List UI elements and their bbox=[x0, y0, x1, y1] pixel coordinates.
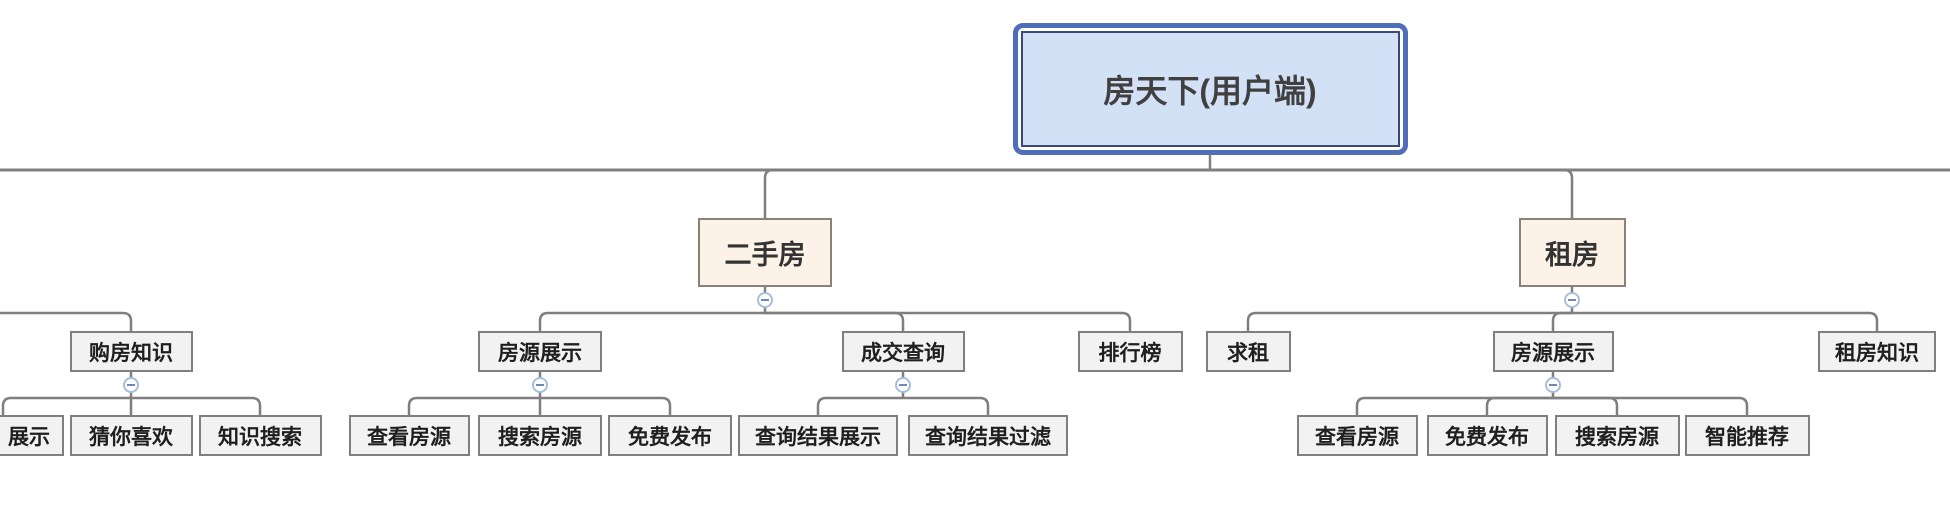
tree-node-label: 求租 bbox=[1227, 341, 1269, 365]
tree-node-chakanfangyuan-zf[interactable]: 查看房源 bbox=[1296, 415, 1418, 456]
tree-node-zufangzhishi[interactable]: 租房知识 bbox=[1818, 331, 1936, 372]
tree-node-label: 展示 bbox=[8, 425, 50, 449]
tree-node-label: 搜索房源 bbox=[498, 425, 582, 449]
tree-node-label: 查询结果展示 bbox=[755, 425, 881, 449]
tree-node-cainixihuan[interactable]: 猜你喜欢 bbox=[69, 415, 193, 456]
tree-node-sousuofangyuan-zf[interactable]: 搜索房源 bbox=[1554, 415, 1680, 456]
tree-node-label: 免费发布 bbox=[628, 425, 712, 449]
root-node[interactable]: 房天下(用户端) bbox=[1012, 23, 1408, 155]
tree-node-qiuzu[interactable]: 求租 bbox=[1205, 331, 1291, 372]
tree-node-chengjiaochaxun[interactable]: 成交查询 bbox=[841, 331, 965, 372]
tree-node-label: 免费发布 bbox=[1445, 425, 1529, 449]
collapse-icon[interactable] bbox=[532, 377, 548, 393]
tree-node-label: 智能推荐 bbox=[1705, 425, 1789, 449]
tree-node-mianfeifabu-zf[interactable]: 免费发布 bbox=[1426, 415, 1548, 456]
tree-node-label: 房源展示 bbox=[498, 341, 582, 365]
collapse-icon[interactable] bbox=[1564, 292, 1580, 308]
tree-node-label: 租房知识 bbox=[1835, 341, 1919, 365]
tree-node-label: 查看房源 bbox=[1315, 425, 1399, 449]
minus-glyph bbox=[1568, 299, 1576, 301]
tree-node-label: 房源展示 bbox=[1511, 341, 1595, 365]
tree-node-label: 搜索房源 bbox=[1575, 425, 1659, 449]
tree-node-zhishisousuo[interactable]: 知识搜索 bbox=[198, 415, 322, 456]
tree-node-label: 租房 bbox=[1545, 240, 1599, 270]
tree-node-zhinengtuijian[interactable]: 智能推荐 bbox=[1684, 415, 1810, 456]
minus-glyph bbox=[899, 384, 907, 386]
tree-node-label: 成交查询 bbox=[861, 341, 945, 365]
tree-node-chaxunjieguoguolv[interactable]: 查询结果过滤 bbox=[908, 415, 1068, 456]
root-node-label: 房天下(用户端) bbox=[1020, 31, 1400, 147]
collapse-icon[interactable] bbox=[1545, 377, 1561, 393]
tree-node-label: 查询结果过滤 bbox=[925, 425, 1051, 449]
tree-node-label: 二手房 bbox=[724, 240, 806, 270]
tree-node-label: 排行榜 bbox=[1098, 341, 1162, 365]
tree-node-zhanshi-cut[interactable]: 展示 bbox=[0, 415, 64, 456]
tree-node-goufangzhishi[interactable]: 购房知识 bbox=[69, 331, 193, 372]
minus-glyph bbox=[1549, 384, 1557, 386]
minus-glyph bbox=[761, 299, 769, 301]
minus-glyph bbox=[536, 384, 544, 386]
tree-node-zufang[interactable]: 租房 bbox=[1518, 218, 1626, 287]
tree-node-chaxunjieguozhanshi[interactable]: 查询结果展示 bbox=[738, 415, 898, 456]
collapse-icon[interactable] bbox=[123, 377, 139, 393]
tree-node-label: 购房知识 bbox=[89, 341, 173, 365]
tree-node-label: 查看房源 bbox=[367, 425, 451, 449]
tree-node-label: 知识搜索 bbox=[218, 425, 302, 449]
collapse-icon[interactable] bbox=[895, 377, 911, 393]
tree-node-fangyuanzhanshi-esf[interactable]: 房源展示 bbox=[478, 331, 602, 372]
tree-node-chakanfangyuan-esf[interactable]: 查看房源 bbox=[348, 415, 470, 456]
tree-node-fangyuanzhanshi-zf[interactable]: 房源展示 bbox=[1492, 331, 1614, 372]
tree-node-sousuofangyuan-esf[interactable]: 搜索房源 bbox=[478, 415, 602, 456]
collapse-icon[interactable] bbox=[757, 292, 773, 308]
tree-node-paihangbang[interactable]: 排行榜 bbox=[1077, 331, 1183, 372]
minus-glyph bbox=[127, 384, 135, 386]
tree-node-mianfeifabu-esf[interactable]: 免费发布 bbox=[608, 415, 732, 456]
tree-node-ershoufang[interactable]: 二手房 bbox=[698, 218, 832, 287]
tree-node-label: 猜你喜欢 bbox=[89, 425, 173, 449]
